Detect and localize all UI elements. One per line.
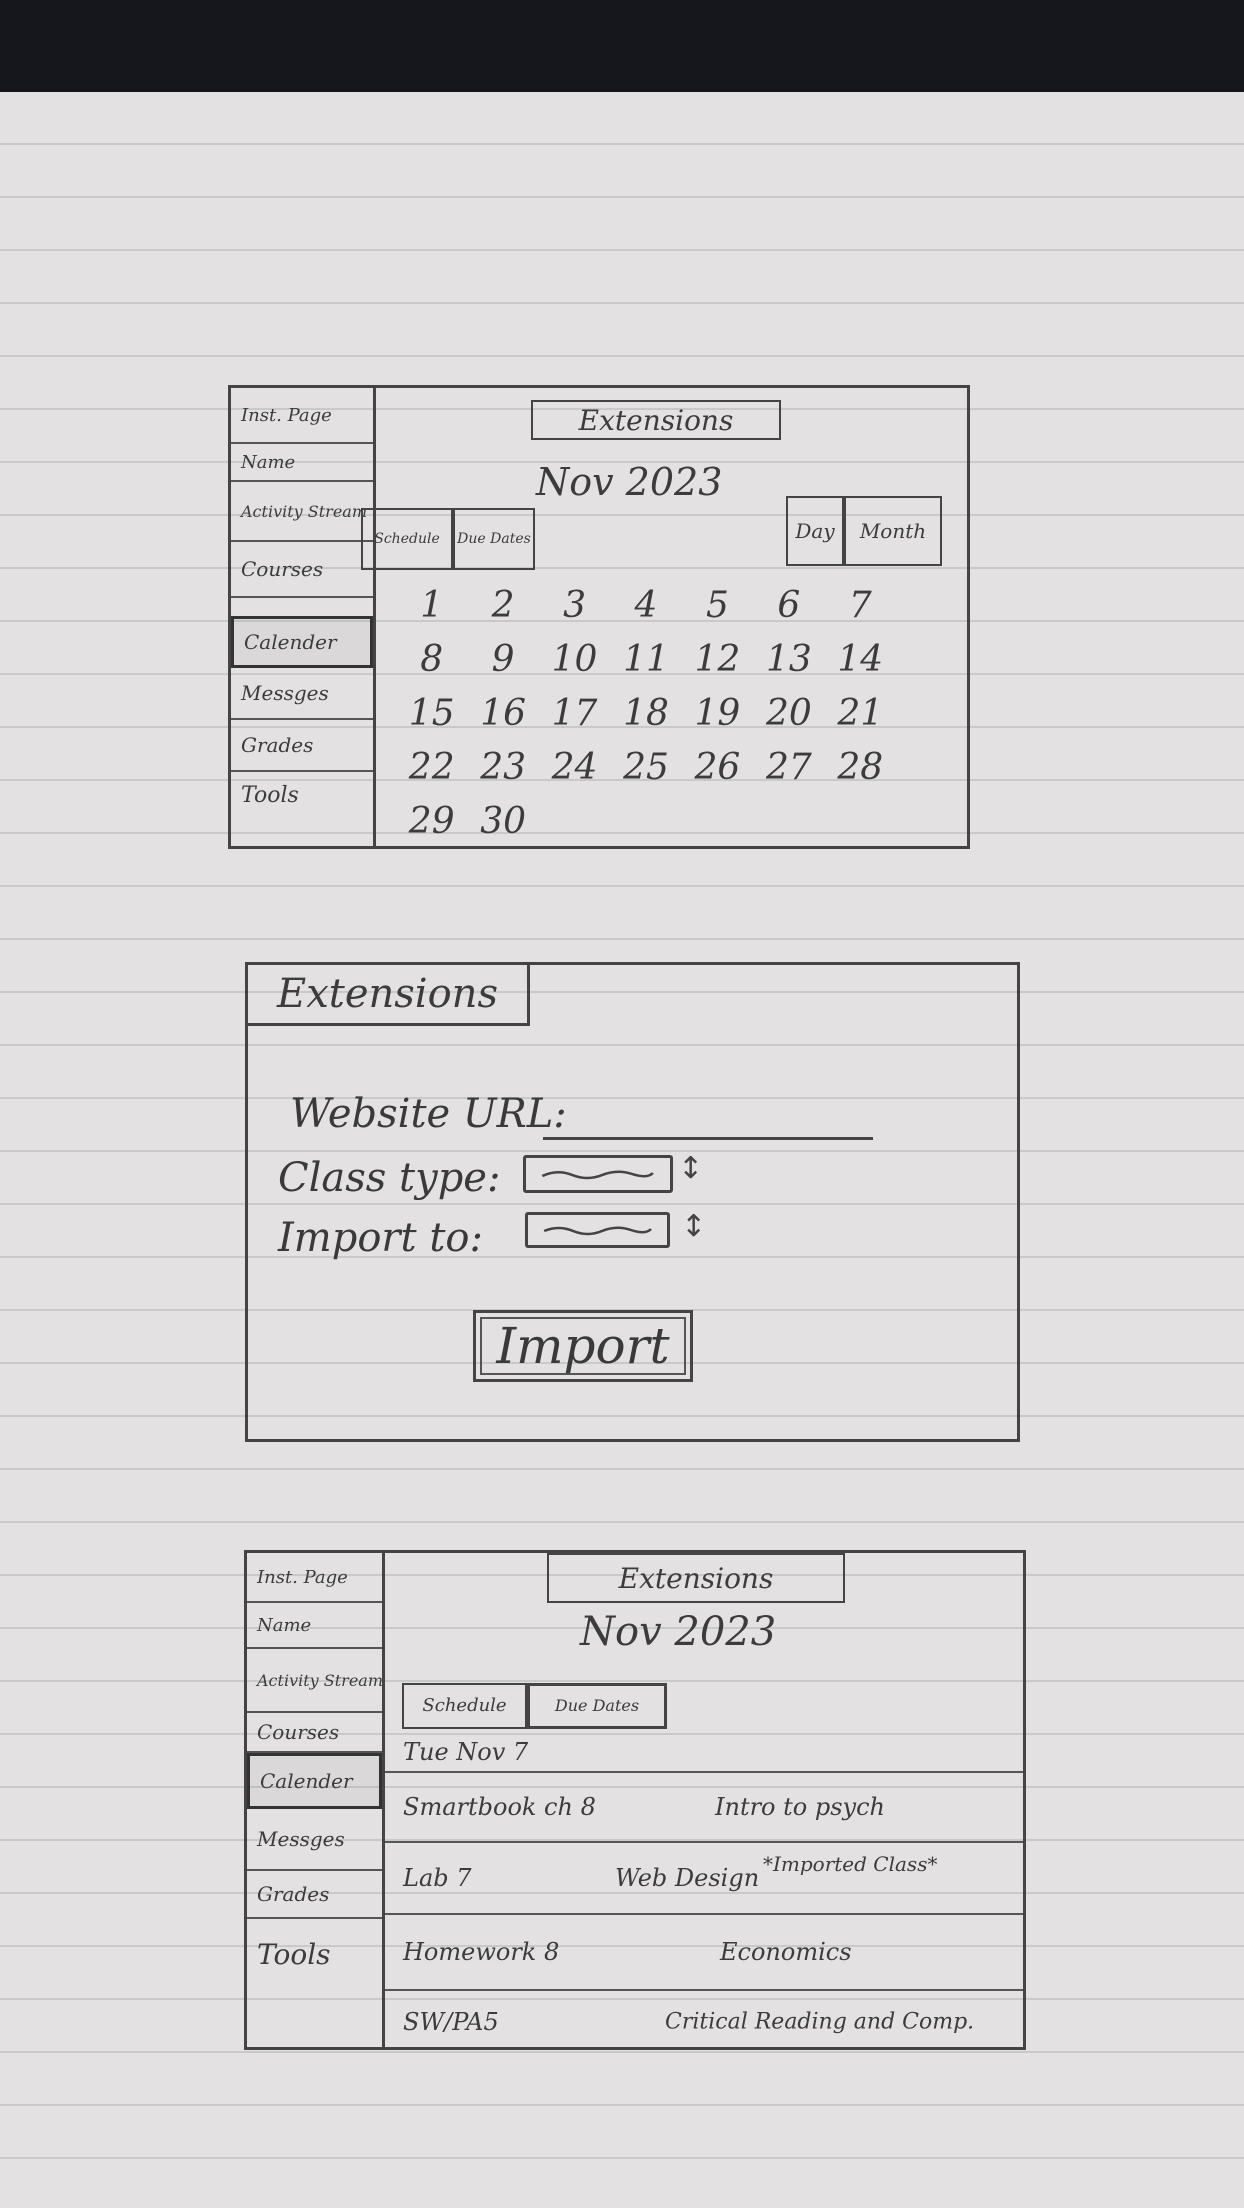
class-type-label: Class type: [278,1155,501,1201]
day-cell[interactable]: 27 [765,746,812,788]
nav-grades[interactable]: Grades [247,1871,382,1919]
nav-tools[interactable]: Tools [257,1937,331,1971]
schedule-button[interactable]: Schedule [402,1683,527,1729]
day-cell[interactable]: 12 [694,638,741,680]
month-button[interactable]: Month [844,496,942,566]
list-item[interactable]: Lab 7 Web Design *Imported Class* [385,1843,1023,1915]
nav-inst-page[interactable]: Inst. Page [231,388,373,444]
extensions-tab[interactable]: Extensions [245,962,530,1026]
schedule-button[interactable]: Schedule [361,508,453,570]
calendar-screen: Inst. Page Name Activity Stream Courses … [228,385,970,849]
squiggle-placeholder-icon [543,1226,652,1236]
day-button[interactable]: Day [786,496,844,566]
date-header-row: Tue Nov 7 [385,1733,1023,1773]
day-cell[interactable]: 28 [837,746,884,788]
task-name: Lab 7 [403,1864,472,1892]
due-dates-button[interactable]: Due Dates [527,1683,667,1729]
day-cell[interactable]: 3 [563,584,587,626]
day-cell[interactable]: 24 [551,746,598,788]
imported-class-tag: *Imported Class* [763,1852,938,1876]
import-to-select[interactable] [525,1212,670,1248]
extensions-import-screen: Extensions Website URL: Class type: ↕ Im… [245,962,1020,1442]
nav-messges[interactable]: Messges [247,1809,382,1871]
month-title: Nov 2023 [536,460,723,504]
day-cell[interactable]: 16 [480,692,527,734]
nav-tools[interactable]: Tools [241,782,299,808]
extensions-tab[interactable]: Extensions [547,1553,845,1603]
day-cell[interactable]: 6 [777,584,801,626]
date-header: Tue Nov 7 [403,1738,529,1766]
squiggle-placeholder-icon [542,1170,655,1180]
list-item[interactable]: Homework 8 Economics [385,1915,1023,1991]
day-cell[interactable]: 9 [491,638,515,680]
nav-calender[interactable]: Calender [247,1753,382,1809]
day-cell[interactable]: 22 [408,746,455,788]
sidebar: Inst. Page Name Activity Stream Courses … [231,388,376,846]
nav-name[interactable]: Name [231,444,373,482]
nav-grades[interactable]: Grades [231,720,373,772]
nav-inst-page[interactable]: Inst. Page [247,1553,382,1603]
day-cell[interactable]: 29 [408,800,455,842]
day-cell[interactable]: 20 [765,692,812,734]
calendar-grid: 1 2 3 4 5 6 7 8 9 10 11 12 13 14 15 16 1… [396,578,896,848]
nav-messges[interactable]: Messges [231,668,373,720]
schedule-screen: Inst. Page Name Activity Stream Courses … [244,1550,1026,2050]
day-cell[interactable]: 21 [837,692,884,734]
day-cell[interactable]: 15 [408,692,455,734]
course-name: Intro to psych [715,1793,885,1821]
day-cell[interactable]: 2 [491,584,515,626]
day-cell[interactable]: 14 [837,638,884,680]
day-cell[interactable]: 5 [705,584,729,626]
dark-background-band [0,0,1244,92]
day-cell[interactable]: 23 [480,746,527,788]
nav-activity-stream[interactable]: Activity Stream [247,1649,382,1713]
due-dates-button[interactable]: Due Dates [453,508,535,570]
extensions-tab[interactable]: Extensions [531,400,781,440]
task-name: Homework 8 [403,1938,560,1966]
list-item[interactable]: Smartbook ch 8 Intro to psych [385,1773,1023,1843]
day-cell[interactable]: 11 [623,638,669,680]
day-cell[interactable]: 25 [623,746,669,788]
notebook-paper [0,92,1244,2208]
day-cell[interactable]: 7 [848,584,872,626]
day-cell[interactable]: 26 [694,746,741,788]
course-name: Critical Reading and Comp. [665,2009,975,2035]
website-url-label: Website URL: [290,1091,567,1137]
task-name: Smartbook ch 8 [403,1793,596,1821]
day-cell[interactable]: 4 [634,584,658,626]
import-button[interactable]: Import [473,1310,693,1382]
course-name: Web Design [615,1864,760,1892]
day-cell[interactable]: 1 [420,584,444,626]
day-cell[interactable]: 30 [480,800,527,842]
day-cell[interactable]: 17 [551,692,598,734]
nav-activity-stream[interactable]: Activity Stream [231,482,373,542]
schedule-list: Tue Nov 7 Smartbook ch 8 Intro to psych … [385,1733,1023,2047]
month-title: Nov 2023 [580,1609,777,1655]
website-url-input[interactable] [543,1137,873,1140]
task-name: SW/PA5 [403,2008,499,2036]
chevron-updown-icon[interactable]: ↕ [681,1209,707,1244]
nav-courses[interactable]: Courses [247,1713,382,1753]
day-cell[interactable]: 18 [623,692,669,734]
list-item[interactable]: SW/PA5 Critical Reading and Comp. [385,1991,1023,2053]
day-cell[interactable]: 8 [420,638,444,680]
nav-calender[interactable]: Calender [231,616,373,668]
day-cell[interactable]: 19 [694,692,741,734]
nav-courses[interactable]: Courses [231,542,373,598]
course-name: Economics [720,1938,852,1966]
sidebar: Inst. Page Name Activity Stream Courses … [247,1553,385,2047]
nav-name[interactable]: Name [247,1603,382,1649]
day-cell[interactable]: 10 [551,638,598,680]
day-cell[interactable]: 13 [765,638,812,680]
class-type-select[interactable] [523,1155,673,1193]
import-to-label: Import to: [278,1215,483,1261]
chevron-updown-icon[interactable]: ↕ [678,1151,704,1186]
